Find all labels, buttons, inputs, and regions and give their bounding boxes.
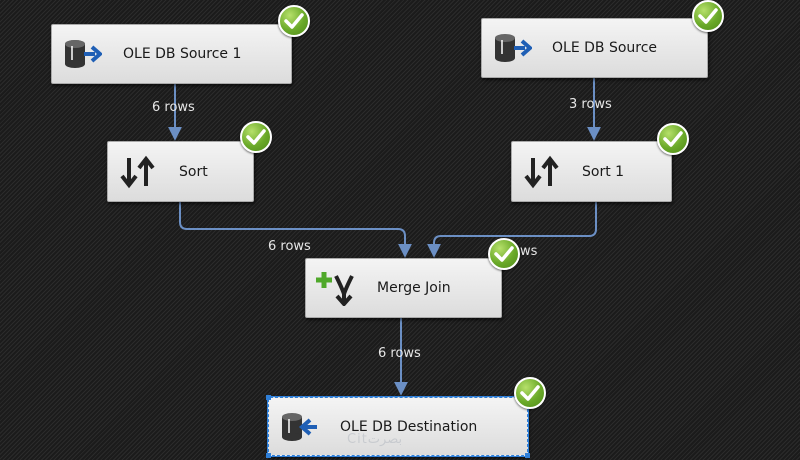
flow-row-count-label: 3 rows <box>569 97 612 112</box>
watermark-text: Citبصرت <box>347 432 403 447</box>
sort-icon <box>118 154 158 190</box>
component-label: Merge Join <box>377 280 451 296</box>
selection-handle[interactable] <box>525 453 530 458</box>
component-label: OLE DB Source 1 <box>123 46 242 62</box>
component-sort-1[interactable]: Sort 1 <box>511 141 672 202</box>
success-check-icon <box>240 121 272 153</box>
flow-path-sort-merge[interactable] <box>179 202 412 258</box>
selection-handle[interactable] <box>266 453 271 458</box>
component-ole-db-source[interactable]: OLE DB Source <box>481 18 708 78</box>
flow-row-count-label: 6 rows <box>152 100 195 115</box>
merge-join-icon <box>316 270 356 308</box>
component-ole-db-source-1[interactable]: OLE DB Source 1 <box>51 24 292 84</box>
selection-handle[interactable] <box>266 395 271 400</box>
component-label: OLE DB Destination <box>340 418 478 435</box>
success-check-icon <box>692 0 724 32</box>
ole-db-destination-icon <box>279 409 319 445</box>
component-label: OLE DB Source <box>552 40 658 56</box>
component-ole-db-destination[interactable]: OLE DB Destination Citبصرت <box>268 397 528 456</box>
success-check-icon <box>514 377 546 409</box>
success-check-icon <box>488 238 520 270</box>
component-sort[interactable]: Sort <box>107 141 254 202</box>
flow-row-count-label: 6 rows <box>268 239 311 254</box>
flow-row-count-label: ws <box>520 244 538 259</box>
component-label: Sort 1 <box>582 163 625 180</box>
success-check-icon <box>278 5 310 37</box>
ole-db-source-icon <box>62 36 104 72</box>
component-merge-join[interactable]: Merge Join <box>305 258 502 318</box>
component-label: Sort <box>179 163 208 180</box>
flow-row-count-label: 6 rows <box>378 346 421 361</box>
ole-db-source-icon <box>492 30 534 66</box>
success-check-icon <box>657 123 689 155</box>
flow-path-sort1-merge[interactable] <box>427 202 597 258</box>
sort-icon <box>522 154 562 190</box>
